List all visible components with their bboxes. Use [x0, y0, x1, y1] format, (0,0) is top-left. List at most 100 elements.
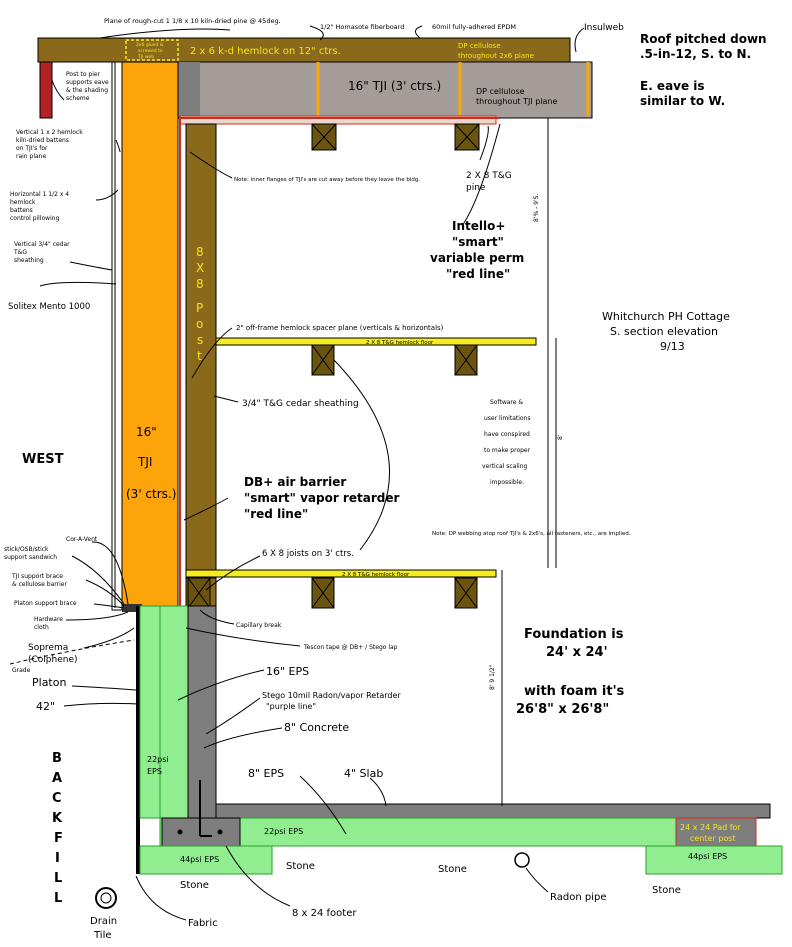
leader-insulweb — [574, 27, 585, 53]
flange-note: Note: inner flanges of TJI's are cut awa… — [234, 177, 420, 183]
tji-brace-1: TJI support brace — [11, 573, 63, 580]
foundation-head-1: Foundation is — [524, 627, 624, 642]
horizontal-battens-4: control pillowing — [10, 215, 60, 222]
horizontal-battens-2: hemlock — [10, 199, 36, 206]
grade-label: Grade — [12, 667, 31, 674]
leader-42 — [63, 702, 139, 707]
hardware-cloth-2: cloth — [34, 624, 49, 631]
post-letter-6: s — [197, 333, 203, 347]
wall-tji-1: 16" — [136, 425, 157, 439]
drain-tile-2: Tile — [93, 930, 112, 941]
software-note-2: user limitations — [484, 415, 531, 422]
foundation-assembly — [95, 605, 783, 909]
labels: Plane of rough-cut 1 1/8 x 10 kiln-dried… — [4, 17, 767, 941]
floor-joist-lower-3-cross-b — [454, 577, 478, 609]
leader-cedar — [69, 261, 113, 271]
eave-note-line-2: similar to W. — [640, 94, 725, 108]
dim-upper-label: 8'% - 9'S. — [533, 194, 540, 222]
platon-label: Platon — [32, 676, 66, 689]
software-note-1: Software & — [490, 399, 523, 406]
fabric-label: Fabric — [188, 918, 218, 929]
intello-4: "red line" — [446, 267, 510, 281]
roof-glued-patch — [125, 39, 179, 61]
backfill-letter-4: K — [52, 811, 63, 826]
backfill-letter-5: F — [54, 831, 63, 846]
floor-joist-upper-cross-b — [311, 344, 335, 376]
air-barrier-1: DB+ air barrier — [244, 475, 346, 489]
pine-line-2: pine — [466, 183, 486, 193]
eave-note-line-1: E. eave is — [640, 79, 705, 93]
leader-eps8 — [299, 775, 347, 835]
roof-pitch-line-2: .5-in-12, S. to N. — [640, 47, 751, 61]
leader-platon — [71, 685, 137, 691]
eps44-left-label: 44psi EPS — [180, 855, 219, 864]
leader-solitex — [39, 281, 117, 287]
leader-eps16 — [177, 669, 265, 701]
air-barrier-2: "smart" vapor retarder — [244, 491, 399, 505]
roof-dark-block — [178, 62, 200, 118]
rebar-2 — [217, 829, 223, 835]
foundation-foam-1: with foam it's — [524, 684, 625, 699]
title-line-1: Whitchurch PH Cottage — [602, 310, 730, 323]
homasote-note: 1/2" Homasote fiberboard — [320, 23, 404, 31]
stone-label-4: Stone — [652, 885, 681, 896]
spacer-plane-note: 2" off-frame hemlock spacer plane (verti… — [236, 324, 444, 332]
leader-plane — [99, 28, 231, 39]
leader-stego — [205, 697, 261, 735]
tji-brace-2: & cellulose barrier — [12, 581, 67, 588]
dp-tji-1: DP cellulose — [476, 87, 525, 96]
vertical-battens-2: kiln-dried battens — [16, 137, 69, 144]
intello-2: "smart" — [452, 235, 504, 249]
footer-label: 8 x 24 footer — [292, 908, 357, 919]
wall-assembly — [39, 61, 537, 612]
post-letter-1: 8 — [196, 245, 204, 259]
ceiling-joist-1-cross-b — [311, 123, 337, 151]
software-note-4: to make proper — [484, 447, 531, 454]
insulweb-label: Insulweb — [584, 23, 624, 33]
concrete-label: 8" Concrete — [284, 721, 349, 734]
air-barrier-3: "red line" — [244, 507, 308, 521]
glued-note-2: screwed to — [138, 48, 163, 54]
shading-post — [39, 61, 53, 119]
leader-stick — [71, 555, 125, 605]
upper-floor — [215, 337, 537, 346]
stego-1: Stego 10mil Radon/vapor Retarder — [262, 691, 401, 700]
glued-note-1: 2x6 glued & — [136, 42, 164, 48]
roof-assembly — [37, 37, 593, 151]
floor-joist-upper-2-cross-b — [454, 344, 478, 376]
stego-2: "purple line" — [266, 702, 316, 711]
soprema-2: (Colphene) — [28, 655, 78, 665]
leader-cedar-inner — [213, 395, 239, 403]
stone-label-2: Stone — [286, 861, 315, 872]
dp-top-1: DP cellulose — [458, 42, 501, 50]
wall-tji-2: TJI — [137, 455, 152, 469]
epdm-note: 60mil fully-adhered EPDM — [432, 23, 516, 31]
software-note-3: have conspired — [484, 431, 530, 438]
vertical-battens-4: rain plane — [16, 153, 46, 160]
leader-intello — [461, 123, 501, 227]
foundation-foam-2: 26'8" x 26'8" — [516, 702, 609, 717]
post-pier-2: supports eave — [66, 79, 109, 86]
leader-db — [183, 497, 229, 521]
title-line-2: S. section elevation — [610, 325, 718, 338]
leader-fabric — [135, 875, 187, 921]
joists-note: 6 X 8 joists on 3' ctrs. — [262, 549, 354, 559]
cor-a-vent-label: Cor-A-Vent — [66, 536, 98, 543]
backfill-letter-3: C — [52, 791, 62, 806]
drain-tile-inner — [100, 892, 112, 904]
dim-middle-label: 8' — [557, 434, 564, 440]
eps16-label: 16" EPS — [266, 665, 309, 678]
tescon-label: Tescon tape @ DB+ / Stego lap — [303, 644, 398, 651]
software-note-5: vertical scaling — [482, 463, 528, 470]
leader-joists-b — [333, 359, 390, 551]
leader-spacer — [191, 327, 233, 379]
cedar-inner-label: 3/4" T&G cedar sheathing — [242, 399, 359, 409]
leader-slab — [369, 777, 387, 807]
backfill-letter-6: I — [55, 851, 60, 866]
stick-osb-2: support sandwich — [4, 554, 57, 561]
pine-line-1: 2 X 8 T&G — [466, 171, 512, 181]
wall-post — [185, 123, 217, 571]
post-pier-3: & the shading — [66, 87, 108, 94]
leader-tescon — [185, 627, 301, 647]
